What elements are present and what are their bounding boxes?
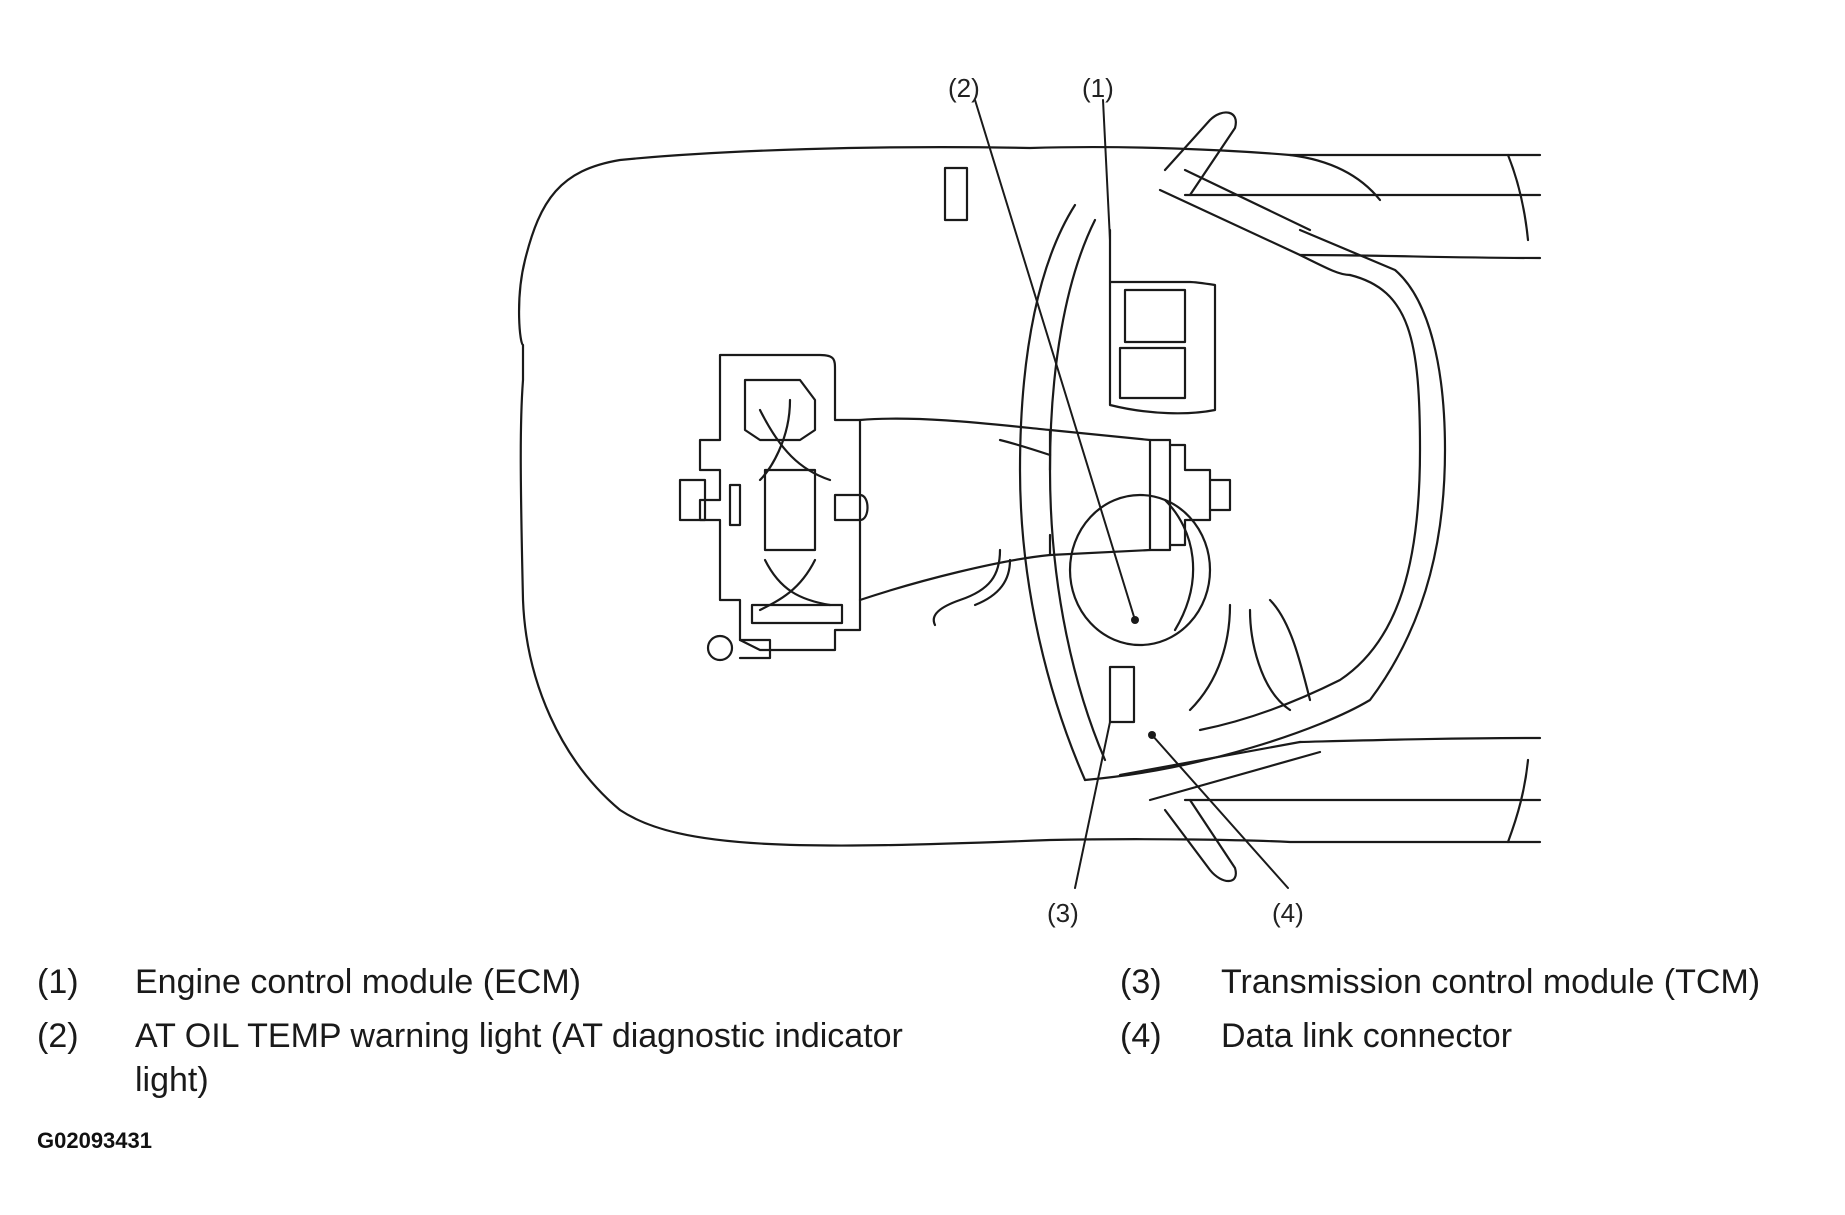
callout-3: (3) [1047,898,1079,928]
dashboard-outline [1018,203,1447,782]
legend-num: (4) [1120,1017,1162,1055]
leader-line-2 [974,99,1136,621]
small-fuse-box [943,166,969,222]
callout-4: (4) [1272,898,1304,928]
vehicle-body-outline [518,146,1542,847]
transmission-driveshaft [858,417,1232,627]
figure-id: G02093431 [37,1128,152,1153]
legend-label: Engine control module (ECM) [135,963,581,1001]
upper-strut [1158,111,1352,277]
legend-num: (3) [1120,963,1162,1001]
callout-2: (2) [948,73,980,103]
vehicle-component-location-diagram: (1) (2) (3) (4) [518,73,1542,928]
tcm-module [1108,665,1136,724]
legend-label: Transmission control module (TCM) [1221,963,1761,1001]
legend-label-continued: light) [135,1061,209,1099]
callout-1: (1) [1082,73,1114,103]
legend-label: Data link connector [1221,1017,1513,1055]
legend-num: (1) [37,963,79,1001]
leader-line-1 [1102,99,1111,241]
engine-block [678,353,869,662]
steering-column-area [1068,493,1312,712]
leader-line-4 [1151,734,1289,889]
legend-num: (2) [37,1017,79,1055]
leader-line-3 [1074,721,1111,889]
legend-label: AT OIL TEMP warning light (AT diagnostic… [135,1017,903,1055]
ecm-module [1108,228,1217,415]
legend-item-2: (2) AT OIL TEMP warning light (AT diagno… [37,1014,1037,1104]
